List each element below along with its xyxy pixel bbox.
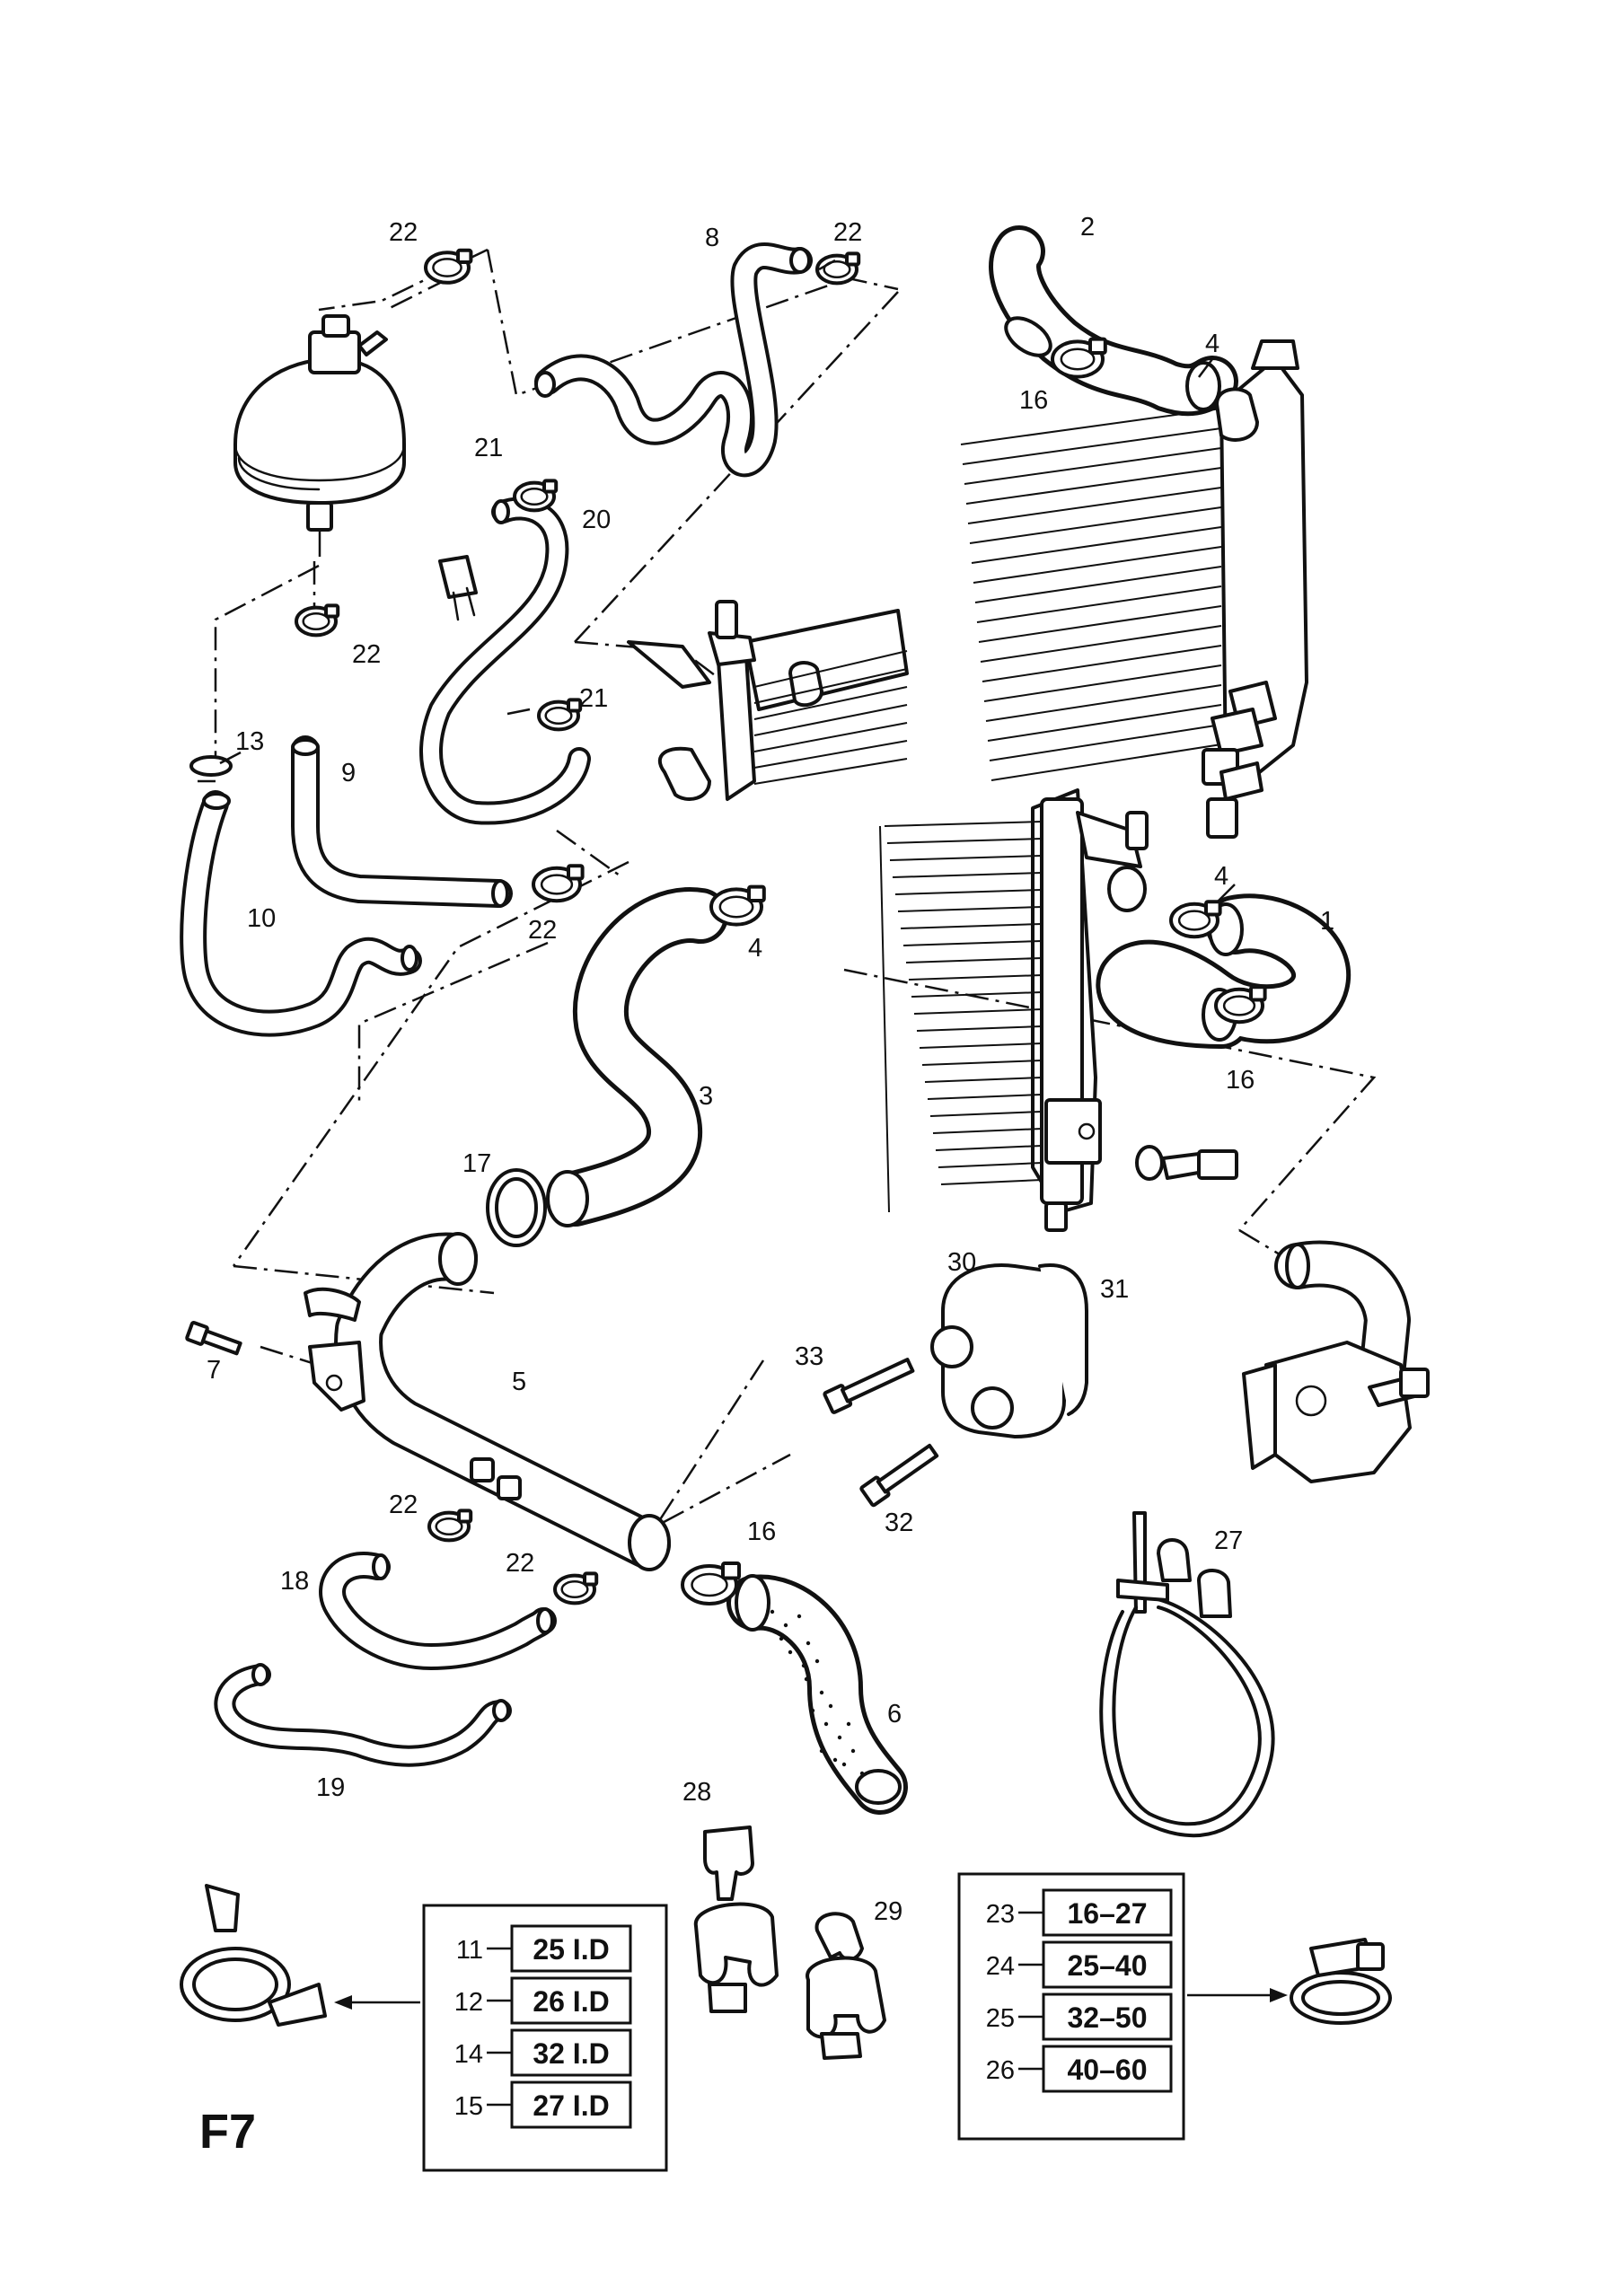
callout-27: 27 bbox=[1214, 1526, 1243, 1555]
radiator-upper bbox=[960, 339, 1308, 839]
clamp-size-value: 16–27 bbox=[1068, 1897, 1148, 1930]
callout-6: 6 bbox=[887, 1700, 902, 1729]
hose-connector bbox=[438, 555, 478, 621]
callout-7: 7 bbox=[207, 1356, 221, 1385]
clamp-size-cell bbox=[510, 1924, 632, 1973]
clamp-part-number: 14 bbox=[454, 2040, 483, 2069]
callout-22: 22 bbox=[389, 218, 418, 247]
hose-19 bbox=[214, 1663, 512, 1767]
clamp-size-value: 26 I.D bbox=[533, 1985, 609, 2018]
clamp-size-cell bbox=[1042, 2045, 1173, 2093]
callout-1: 1 bbox=[1320, 907, 1334, 936]
callout-18: 18 bbox=[280, 1567, 309, 1596]
callout-21: 21 bbox=[579, 684, 608, 713]
hose-9 bbox=[291, 735, 513, 908]
callout-16: 16 bbox=[747, 1517, 776, 1546]
thermostat-housing bbox=[1242, 1240, 1430, 1483]
callout-13: 13 bbox=[235, 727, 264, 756]
radiator-lower bbox=[879, 788, 1149, 1232]
callout-20: 20 bbox=[582, 506, 611, 534]
callout-9: 9 bbox=[341, 759, 356, 787]
callout-leaders bbox=[219, 259, 1236, 903]
callout-31: 31 bbox=[1100, 1275, 1129, 1304]
callout-16: 16 bbox=[1226, 1066, 1255, 1095]
callout-4: 4 bbox=[1214, 862, 1228, 891]
clamp-part-number: 24 bbox=[986, 1952, 1015, 1981]
callout-29: 29 bbox=[874, 1897, 902, 1926]
callout-32: 32 bbox=[885, 1509, 913, 1537]
callout-22: 22 bbox=[833, 218, 862, 247]
page-code: F7 bbox=[199, 2105, 256, 2159]
coolant-pipe-5 bbox=[304, 1232, 671, 1571]
clamp-size-cell bbox=[1042, 1888, 1173, 1937]
callout-2: 2 bbox=[1080, 213, 1095, 242]
callout-33: 33 bbox=[795, 1342, 823, 1371]
hose-1 bbox=[1096, 893, 1351, 1049]
callout-21: 21 bbox=[474, 434, 503, 462]
clamp-size-value: 32–50 bbox=[1068, 2001, 1148, 2034]
clamp-size-value: 25–40 bbox=[1068, 1949, 1148, 1982]
clamp-size-value: 32 I.D bbox=[533, 2037, 609, 2070]
callout-4: 4 bbox=[1205, 330, 1219, 358]
clamp-part-number: 12 bbox=[454, 1988, 483, 2017]
callout-17: 17 bbox=[462, 1149, 491, 1178]
clamp-size-cell bbox=[510, 2080, 632, 2129]
callout-22: 22 bbox=[389, 1491, 418, 1519]
callout-10: 10 bbox=[247, 904, 276, 933]
clamp-part-number: 11 bbox=[456, 1936, 483, 1965]
expansion-tank bbox=[233, 314, 406, 557]
clamp-size-value: 25 I.D bbox=[533, 1933, 609, 1966]
hose-8 bbox=[534, 242, 813, 478]
cable-tie-27 bbox=[1099, 1511, 1275, 1838]
callout-8: 8 bbox=[705, 224, 719, 252]
hose-3 bbox=[546, 887, 728, 1227]
callout-30: 30 bbox=[947, 1248, 976, 1277]
clamp-part-number: 26 bbox=[986, 2056, 1015, 2085]
worm-clamp-illustration bbox=[1187, 1938, 1392, 2025]
spring-clamp-illustration bbox=[180, 1884, 420, 2027]
callout-4: 4 bbox=[748, 934, 762, 963]
clamp-part-number: 23 bbox=[986, 1900, 1015, 1929]
hose-clamps bbox=[189, 248, 1267, 1605]
clamp-size-cell bbox=[510, 1976, 632, 2025]
hose-20 bbox=[419, 497, 591, 825]
hose-10 bbox=[180, 790, 422, 1037]
clamp-size-cell bbox=[1042, 1993, 1173, 2041]
clamp-size-value: 27 I.D bbox=[533, 2089, 609, 2122]
callout-19: 19 bbox=[316, 1773, 345, 1802]
clamp-size-table-right: 23 16–27 24 25–40 25 32–50 26 40–60 bbox=[957, 1872, 1185, 2141]
callout-3: 3 bbox=[699, 1082, 713, 1111]
callouts: 22 8 22 2 4 16 21 20 22 21 13 9 4 1 10 2… bbox=[207, 213, 1334, 1926]
clamp-size-cell bbox=[1042, 1940, 1173, 1989]
clip-29 bbox=[806, 1912, 886, 2060]
radiator-middle bbox=[627, 600, 909, 801]
callout-28: 28 bbox=[682, 1778, 711, 1807]
callout-22: 22 bbox=[528, 916, 557, 945]
clip-28 bbox=[693, 1825, 779, 2013]
clamp-size-value: 40–60 bbox=[1068, 2054, 1148, 2086]
hose-6 bbox=[726, 1574, 908, 1815]
callout-5: 5 bbox=[512, 1368, 526, 1396]
clamp-part-number: 15 bbox=[454, 2092, 483, 2121]
clamp-size-table-left: 11 25 I.D 12 26 I.D 14 32 I.D 15 27 I.D bbox=[422, 1904, 668, 2172]
clamp-size-cell bbox=[510, 2028, 632, 2077]
clamp-part-number: 25 bbox=[986, 2004, 1015, 2033]
callout-16: 16 bbox=[1019, 386, 1048, 415]
bolts bbox=[185, 1321, 939, 1508]
callout-22: 22 bbox=[506, 1549, 534, 1578]
hose-18 bbox=[319, 1552, 557, 1670]
bracket-30 bbox=[930, 1263, 1088, 1438]
seal-ring-17 bbox=[486, 1168, 547, 1247]
temperature-sensor bbox=[1135, 1145, 1238, 1181]
callout-22: 22 bbox=[352, 640, 381, 669]
